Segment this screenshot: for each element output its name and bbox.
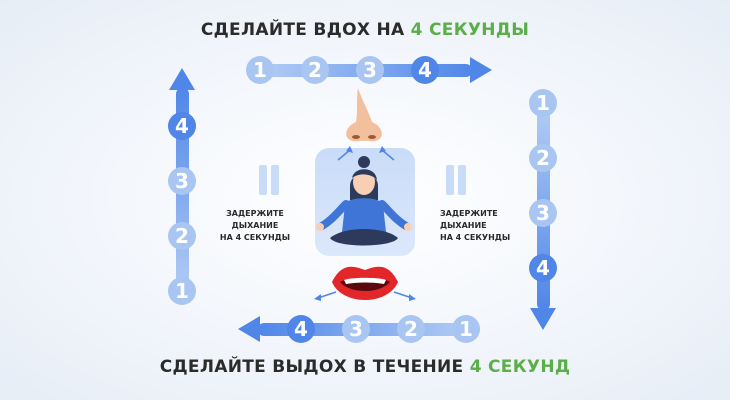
hold-right-line-3: НА 4 СЕКУНДЫ: [440, 233, 511, 242]
hold-right-line-1: ЗАДЕРЖИТЕ: [440, 209, 498, 218]
hold-right-step-2: 2: [529, 144, 557, 172]
hold-left-step-2: 2: [168, 222, 196, 250]
inhale-title-text: СДЕЛАЙТЕ ВДОХ НА: [200, 20, 411, 40]
inhale-title: СДЕЛАЙТЕ ВДОХ НА 4 СЕКУНДЫ: [0, 20, 730, 40]
pause-icon: [259, 165, 279, 195]
exhale-step-1: 1: [452, 315, 480, 343]
mouth-icon: [332, 266, 398, 300]
inhale-flow-arrows: [337, 146, 395, 161]
inhale-step-3: 3: [356, 56, 384, 84]
hold-right-step-4: 4: [529, 254, 557, 282]
exhale-step-4: 4: [287, 315, 315, 343]
hold-left-line-3: НА 4 СЕКУНДЫ: [219, 233, 291, 242]
inhale-duration: 4 СЕКУНДЫ: [410, 20, 530, 40]
hold-left-step-3: 3: [168, 167, 196, 195]
exhale-title-text: СДЕЛАЙТЕ ВЫДОХ В ТЕЧЕНИЕ: [159, 357, 470, 377]
hold-left-line-2: ДЫХАНИЕ: [231, 221, 279, 230]
exhale-title: СДЕЛАЙТЕ ВЫДОХ В ТЕЧЕНИЕ 4 СЕКУНД: [0, 357, 730, 377]
exhale-flow-arrows: [314, 291, 416, 301]
hold-breath-right-text: ЗАДЕРЖИТЕ ДЫХАНИЕ НА 4 СЕКУНДЫ: [440, 208, 520, 244]
hold-left-step-1: 1: [168, 277, 196, 305]
hold-breath-left-text: ЗАДЕРЖИТЕ ДЫХАНИЕ НА 4 СЕКУНДЫ: [210, 208, 300, 244]
hold-left-line-1: ЗАДЕРЖИТЕ: [226, 209, 284, 218]
hold-right-step-1: 1: [529, 89, 557, 117]
nose-icon: [346, 88, 382, 142]
hold-left-step-4: 4: [168, 112, 196, 140]
inhale-step-2: 2: [301, 56, 329, 84]
inhale-step-1: 1: [246, 56, 274, 84]
exhale-duration: 4 СЕКУНД: [469, 357, 571, 377]
hold-right-line-2: ДЫХАНИЕ: [440, 221, 487, 230]
pause-icon: [446, 165, 466, 195]
exhale-step-3: 3: [342, 315, 370, 343]
hold-right-step-3: 3: [529, 199, 557, 227]
exhale-step-2: 2: [397, 315, 425, 343]
meditating-woman-icon: [316, 156, 412, 246]
inhale-step-4: 4: [411, 56, 439, 84]
